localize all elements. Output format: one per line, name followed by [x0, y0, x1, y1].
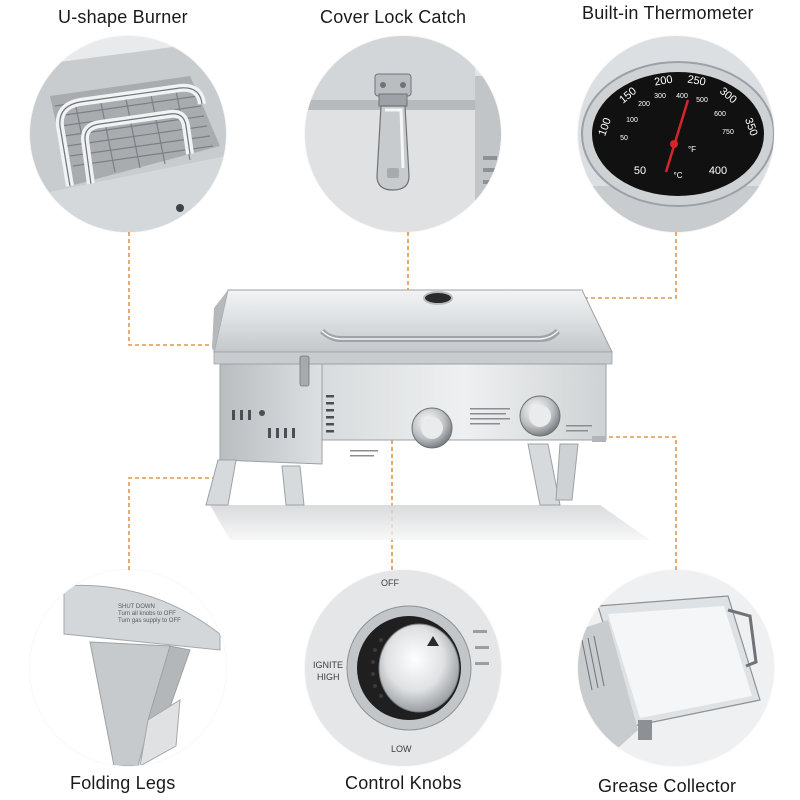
- knob-ignite-label: IGNITE: [313, 660, 343, 670]
- knob-low-label: LOW: [391, 744, 412, 754]
- grill-body: [321, 363, 607, 441]
- folding-legs-label: Folding Legs: [70, 773, 176, 793]
- dial-inner-100: 100: [626, 117, 638, 124]
- dial-high-mark: 400: [709, 165, 727, 177]
- grease-collector-detail-circle: [578, 570, 774, 766]
- knob-high-label: HIGH: [317, 672, 340, 682]
- u-shape-burner-label: U-shape Burner: [58, 7, 188, 27]
- burner-detail-circle: [30, 36, 226, 232]
- leg-warning-line-2: Turn all knobs to OFF: [118, 611, 176, 617]
- dial-needle: [664, 99, 690, 173]
- thermometer-detail-image: 100 150 200 250 300 350 50 100 200 300 4…: [578, 36, 774, 232]
- dial-inner-200: 200: [638, 101, 650, 108]
- control-knob-detail-circle: OFF IGNITE HIGH LOW: [305, 570, 501, 766]
- folding-legs-detail-circle: SHUT DOWN Turn all knobs to OFF Turn gas…: [30, 570, 226, 766]
- dial-inner-500: 500: [696, 97, 708, 104]
- control-knobs-label: Control Knobs: [345, 773, 462, 793]
- cover-lock-catch-label: Cover Lock Catch: [320, 7, 467, 27]
- grease-leader-line: [604, 436, 677, 570]
- knob-cap: [378, 623, 460, 713]
- leg-warning-line-1: SHUT DOWN: [118, 604, 155, 610]
- thermometer-detail-circle: 100 150 200 250 300 350 50 100 200 300 4…: [578, 36, 774, 232]
- grill-right-leg: [527, 443, 561, 506]
- dial-outer-350: 350: [742, 116, 760, 137]
- knob-off-label: OFF: [381, 578, 399, 588]
- legs-leader-line: [128, 477, 232, 570]
- grill-left-leg: [205, 459, 237, 506]
- grill-knob-right: [519, 395, 561, 437]
- grease-collector-label: Grease Collector: [598, 776, 737, 796]
- grill-knob-left: [411, 407, 453, 449]
- dial-unit-c: °C: [674, 171, 683, 180]
- thermometer-label: Built-in Thermometer: [582, 3, 754, 23]
- dial-outer-250: 250: [686, 74, 706, 89]
- grease-collector-detail-image: [578, 570, 774, 766]
- lock-catch-detail-image: [305, 36, 501, 232]
- leg-warning-line-3: Turn gas supply to OFF: [118, 618, 181, 624]
- folding-legs-detail-image: SHUT DOWN Turn all knobs to OFF Turn gas…: [30, 570, 226, 766]
- control-knob-detail-image: OFF IGNITE HIGH LOW: [305, 570, 501, 766]
- grill-lid: [213, 289, 613, 353]
- lock-catch-detail-circle: [305, 36, 501, 232]
- dial-outer-100: 100: [596, 116, 614, 137]
- dial-low-mark: 50: [634, 165, 646, 177]
- dial-unit-f: °F: [688, 145, 696, 154]
- dial-inner-600: 600: [714, 111, 726, 118]
- dial-inner-50: 50: [620, 135, 628, 142]
- burner-detail-image: [30, 36, 226, 232]
- dial-inner-300: 300: [654, 93, 666, 100]
- grill-lock-catch: [299, 355, 310, 387]
- lid-thermometer: [423, 291, 453, 305]
- dial-outer-200: 200: [653, 74, 673, 89]
- dial-inner-400: 400: [676, 93, 688, 100]
- dial-inner-750: 750: [722, 129, 734, 136]
